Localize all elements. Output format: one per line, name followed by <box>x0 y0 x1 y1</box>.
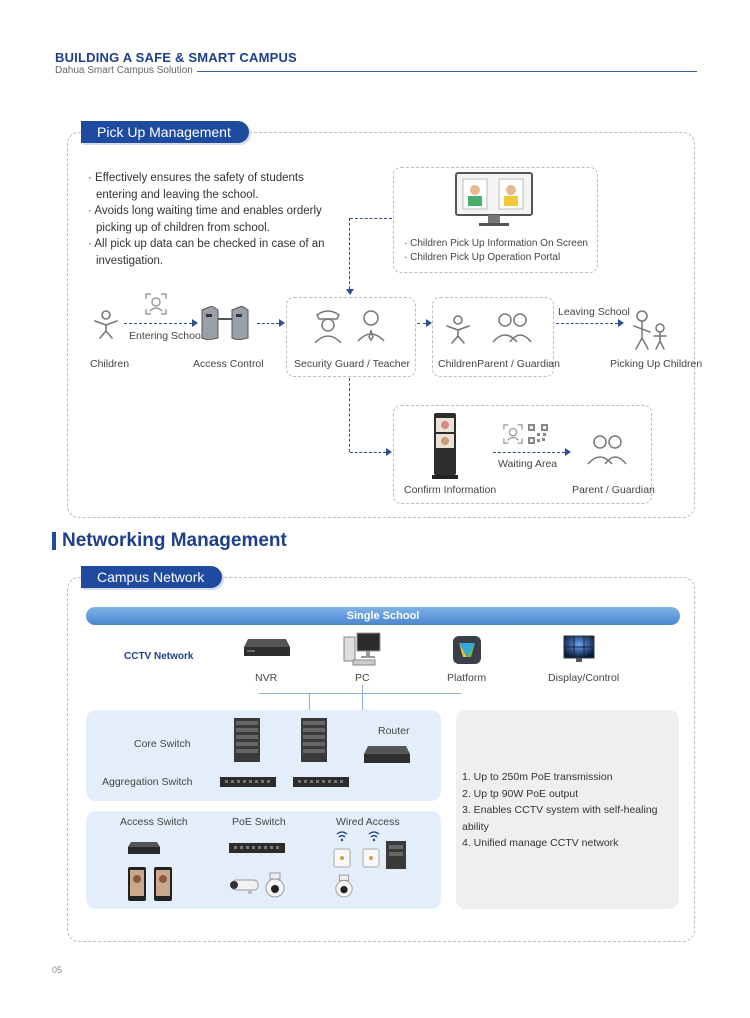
face-recognition-icon <box>145 293 167 315</box>
ptz-camera-icon <box>265 872 285 898</box>
bullet-item: · Avoids long waiting time and enables o… <box>88 205 322 234</box>
label-leaving: Leaving School <box>558 306 630 318</box>
connection-line <box>309 693 310 718</box>
cctv-network-label: CCTV Network <box>124 651 194 662</box>
connector-bottom <box>350 452 386 453</box>
feature-item: 2. Up tp 90W PoE output <box>462 787 579 800</box>
industrial-switch-icon <box>386 841 406 869</box>
display-icon <box>563 635 595 662</box>
qr-code-icon <box>528 424 548 444</box>
section-title-networking: Networking Management <box>62 530 287 551</box>
ptz-camera-icon <box>335 874 353 898</box>
bullet-camera-icon <box>230 879 259 894</box>
page-number: 05 <box>52 965 63 975</box>
flow-arrow-entering <box>124 323 192 324</box>
monitor-icon <box>455 172 533 226</box>
aggregation-switch-icon <box>293 777 349 787</box>
guard-box <box>286 297 416 377</box>
document-title: BUILDING A SAFE & SMART CAMPUS <box>55 50 297 65</box>
flow-arrow-waiting <box>493 452 565 453</box>
bullet-item: · Effectively ensures the safety of stud… <box>88 172 304 201</box>
feature-item: 4. Unified manage CCTV network <box>462 837 619 849</box>
label-pc: PC <box>355 672 370 684</box>
features-list: 1. Up to 250m PoE transmission 2. Up tp … <box>462 769 678 852</box>
label-confirm: Confirm Information <box>404 484 497 496</box>
access-point-icon <box>333 848 351 868</box>
wifi-icon <box>368 831 380 842</box>
arrow-head <box>618 319 624 327</box>
screen-line-2: · Children Pick Up Operation Portal <box>404 252 561 263</box>
child-icon <box>446 315 470 344</box>
connector-top-vertical <box>349 218 350 289</box>
flow-arrow-to-parent <box>417 323 426 324</box>
face-recognition-icon <box>503 424 523 444</box>
pickup-pill: Pick Up Management <box>81 121 249 143</box>
arrow-head <box>565 448 571 456</box>
turnstile-icon <box>201 306 249 340</box>
core-switch-icon <box>301 718 327 762</box>
label-display-control: Display/Control <box>548 672 620 684</box>
face-terminal-icon <box>128 867 146 901</box>
parents-icon <box>587 435 627 465</box>
flow-arrow-to-guard <box>257 323 279 324</box>
features-box <box>456 710 679 909</box>
label-wired-access: Wired Access <box>336 816 400 828</box>
kiosk-icon <box>432 413 458 479</box>
router-icon <box>364 746 410 763</box>
feature-item: 3. Enables CCTV system with self-healing… <box>462 804 658 833</box>
access-switch-icon <box>128 842 160 854</box>
label-guard-teacher: Security Guard / Teacher <box>294 358 410 370</box>
pickup-bullets: · Effectively ensures the safety of stud… <box>88 170 348 269</box>
label-aggregation-switch: Aggregation Switch <box>102 776 193 788</box>
connector-bottom-vertical <box>349 378 350 452</box>
nvr-icon <box>244 639 290 656</box>
poe-switch-icon <box>229 843 285 853</box>
parents-icon <box>492 313 532 343</box>
label-entering: Entering School <box>129 330 204 342</box>
single-school-bar: Single School <box>86 607 680 625</box>
platform-icon <box>453 636 481 664</box>
arrow-head <box>192 319 198 327</box>
label-poe-switch: PoE Switch <box>232 816 286 828</box>
wifi-icon <box>336 831 348 842</box>
face-terminal-icon <box>154 867 172 901</box>
arrow-head <box>426 319 432 327</box>
document-subtitle: Dahua Smart Campus Solution <box>55 65 193 76</box>
feature-item: 1. Up to 250m PoE transmission <box>462 771 613 783</box>
connection-line <box>259 693 461 694</box>
arrow-head <box>386 448 392 456</box>
arrow-head <box>279 319 285 327</box>
pickup-panel <box>67 132 695 518</box>
label-waiting: Waiting Area <box>498 458 558 470</box>
section-marker <box>52 532 56 550</box>
child-icon <box>94 310 118 339</box>
label-core-switch: Core Switch <box>134 738 191 750</box>
label-child-parent: ChildrenParent / Guardian <box>438 358 560 370</box>
label-picking-up: Picking Up Children <box>610 358 703 370</box>
flow-arrow-leaving <box>556 323 618 324</box>
screen-line-1: · Children Pick Up Information On Screen <box>404 238 588 249</box>
connector-top <box>350 218 392 219</box>
header-divider <box>197 71 697 72</box>
label-router: Router <box>378 725 410 737</box>
aggregation-switch-icon <box>220 777 276 787</box>
campus-network-pill: Campus Network <box>81 566 223 588</box>
label-children: Children <box>90 358 130 370</box>
access-point-icon <box>362 848 380 868</box>
pc-icon <box>343 632 381 666</box>
teacher-icon <box>357 310 385 342</box>
child-parent-box <box>432 297 554 377</box>
bullet-item: · All pick up data can be checked in cas… <box>88 238 325 267</box>
arrow-head <box>346 289 354 295</box>
label-access-control: Access Control <box>193 358 264 370</box>
campus-network-panel <box>67 577 695 942</box>
label-platform: Platform <box>447 672 487 684</box>
label-access-switch: Access Switch <box>120 816 188 828</box>
core-switch-icon <box>234 718 260 762</box>
picking-up-children-icon <box>633 310 667 350</box>
security-guard-icon <box>314 310 342 343</box>
connection-line <box>362 685 363 718</box>
label-nvr: NVR <box>255 672 278 684</box>
label-parent-guardian: Parent / Guardian <box>572 484 655 496</box>
